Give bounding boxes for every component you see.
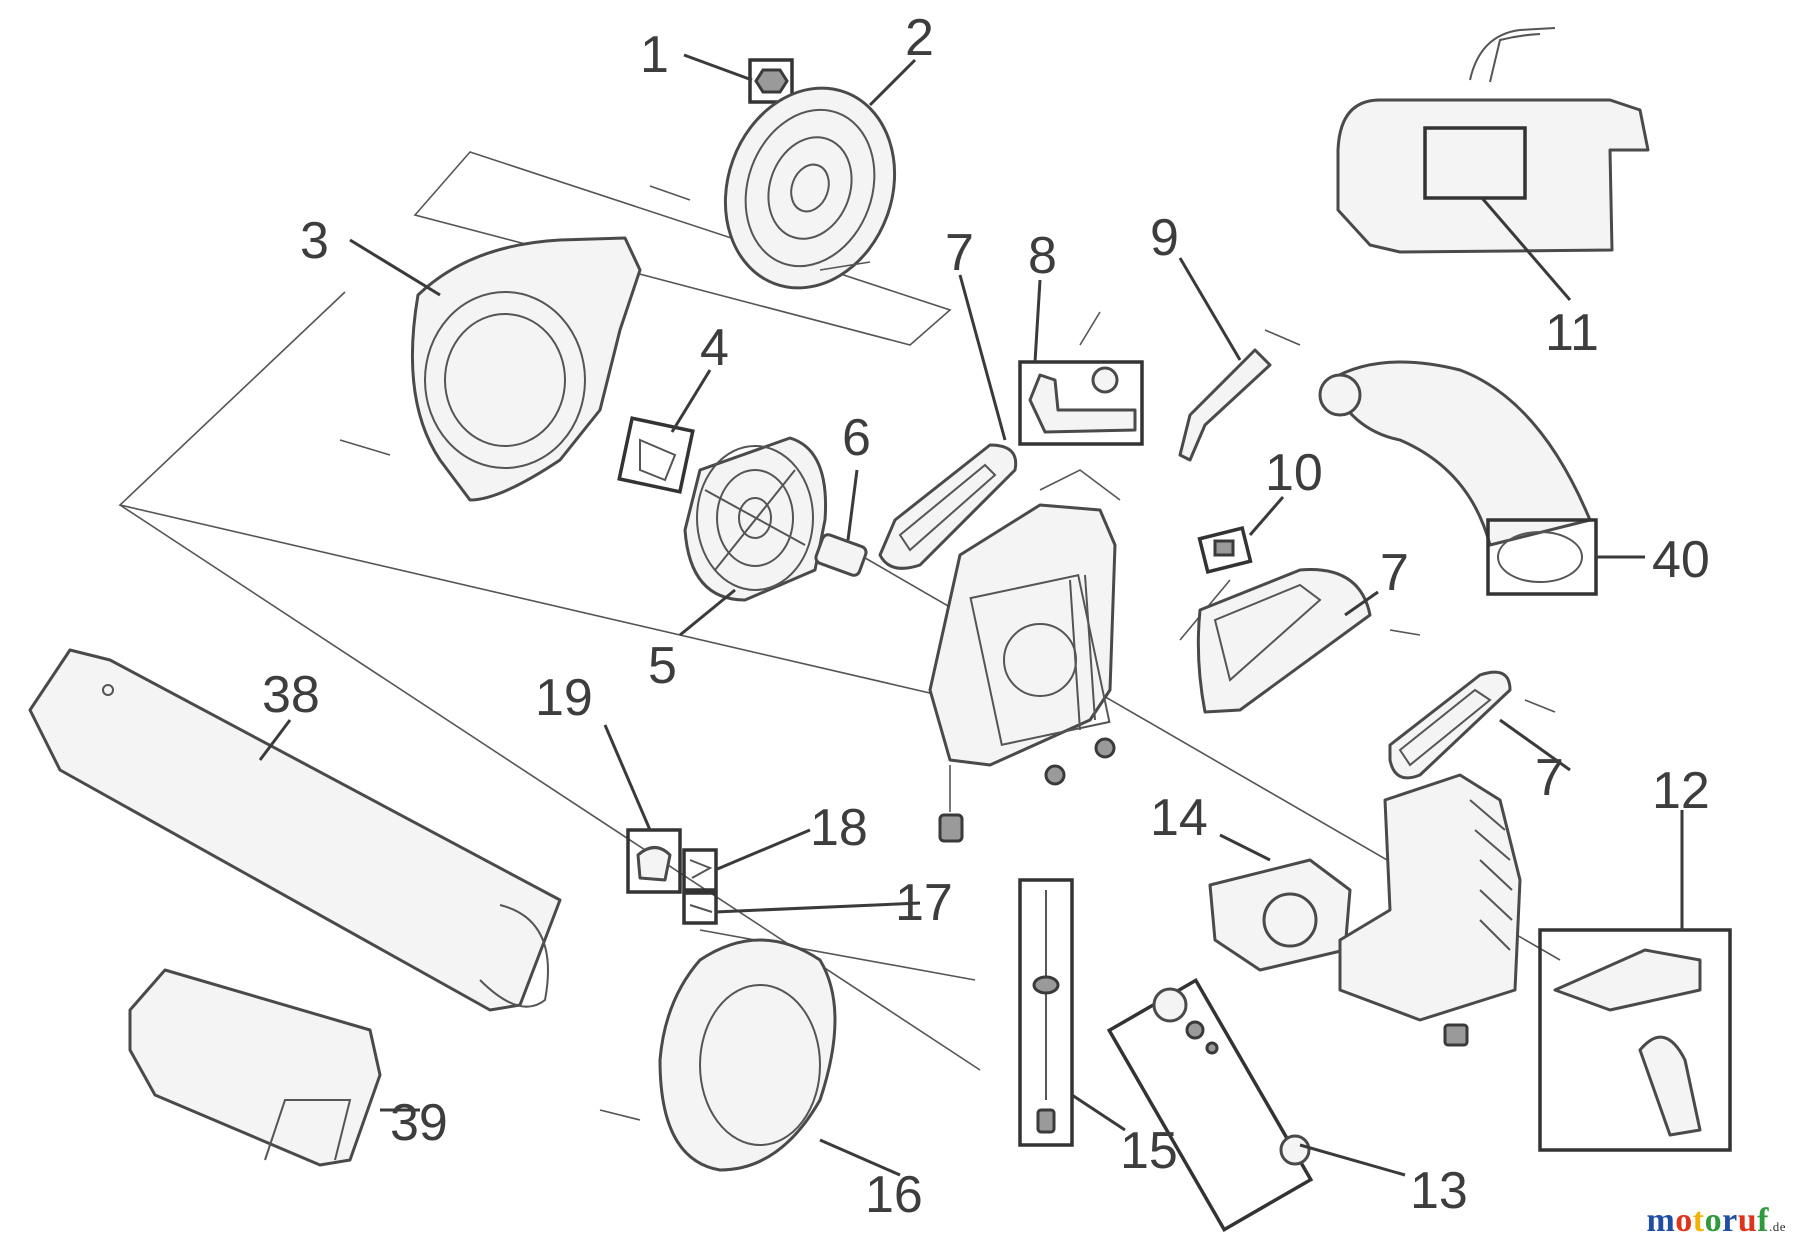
part-13-carburetor-kit [1106,978,1314,1232]
part-7-handle-grip-b [1196,568,1421,714]
label-part-3: 3 [300,212,329,270]
label-part-38: 38 [262,666,320,724]
part-39-nozzle [128,968,382,1167]
engine-block [1338,773,1522,1047]
label-part-7-lower: 7 [1535,749,1564,807]
part-11-collection-bag [1336,27,1650,254]
label-part-14: 14 [1150,789,1208,847]
part-16-rear-cover [599,938,837,1172]
label-part-12: 12 [1652,762,1710,820]
label-part-15: 15 [1120,1122,1178,1180]
label-part-6: 6 [842,409,871,467]
label-part-7-top: 7 [945,224,974,282]
part-1-nut [748,58,794,104]
part-38-blow-tube [28,648,562,1012]
label-part-5: 5 [648,637,677,695]
watermark-logo: motoruf.de [1646,1202,1786,1239]
part-6-coupling [814,533,868,577]
part-19-clip [626,828,682,894]
label-part-39: 39 [390,1094,448,1152]
part-9-switch-lever [1178,329,1301,462]
label-part-10: 10 [1265,444,1323,502]
label-part-2: 2 [905,9,934,67]
part-15-fuel-pickup [1018,878,1074,1147]
part-7-handle-grip-c [1388,670,1556,780]
part-4-clamp [617,416,695,494]
part-10-block [1197,526,1253,574]
label-part-8: 8 [1028,227,1057,285]
part-number-labels: 1 2 3 4 5 6 7 8 9 10 11 40 7 7 12 14 13 … [262,9,1710,1224]
label-part-13: 13 [1410,1162,1468,1220]
part-8-throttle-trigger [1018,311,1144,446]
part-7-handle-grip-a [878,443,1018,570]
leader-lines [258,53,1684,1177]
part-14-air-filter [1208,858,1352,972]
part-18-spring [682,848,718,892]
label-part-17: 17 [895,874,953,932]
label-part-18: 18 [810,799,868,857]
part-2-recoil-starter [649,86,897,290]
label-part-7-right: 7 [1380,544,1409,602]
engine-housing-main [928,503,1117,843]
label-part-4: 4 [700,319,729,377]
label-part-40: 40 [1652,531,1710,589]
part-17-bolt [682,891,718,925]
part-3-fan-housing [339,236,642,502]
label-part-16: 16 [865,1166,923,1224]
label-part-11: 11 [1545,304,1599,362]
part-5-impeller [683,436,828,602]
label-part-1: 1 [640,26,669,84]
label-part-9: 9 [1150,209,1179,267]
part-12-rear-handle [1538,928,1732,1152]
part-40-elbow-tube [1318,360,1598,596]
label-part-19: 19 [535,669,593,727]
